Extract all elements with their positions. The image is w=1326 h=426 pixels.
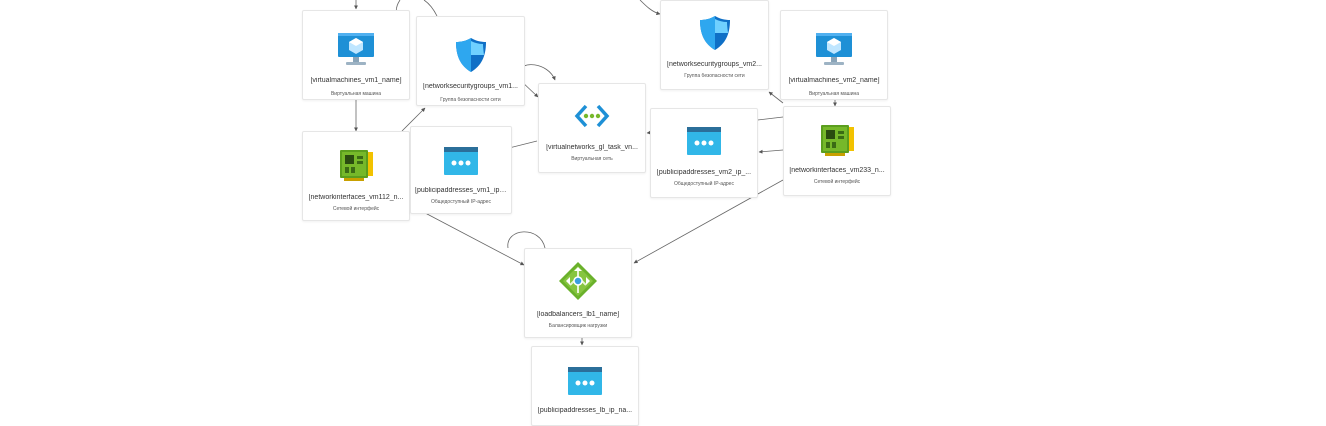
node-type: Общедоступный IP-адрес bbox=[431, 199, 491, 205]
node-name: [networksecuritygroups_vm1... bbox=[423, 83, 518, 90]
edge-top-to-nsg2 bbox=[639, 0, 661, 16]
node-name: [networkinterfaces_vm233_n... bbox=[789, 167, 885, 174]
edge-nic2-nsg2 bbox=[768, 91, 784, 104]
node-network-interface-vm233[interactable]: [networkinterfaces_vm233_n... Сетевой ин… bbox=[783, 106, 891, 196]
node-name: [publicipaddresses_vm2_ip_... bbox=[656, 169, 752, 176]
node-type: Виртуальная машина bbox=[330, 91, 382, 97]
node-type: Группа безопасности сети bbox=[440, 97, 501, 103]
node-load-balancer[interactable]: [loadbalancers_lb1_name] Балансировщик н… bbox=[524, 248, 632, 338]
node-name: [publicipaddresses_lb_ip_na... bbox=[537, 407, 633, 414]
node-network-interface-vm112[interactable]: [networkinterfaces_vm112_n... Сетевой ин… bbox=[302, 131, 410, 221]
node-type: Сетевой интерфейс bbox=[332, 206, 380, 212]
node-virtual-machine-vm1[interactable]: [virtualmachines_vm1_name] Виртуальная м… bbox=[302, 10, 410, 100]
node-name: [loadbalancers_lb1_name] bbox=[536, 311, 620, 318]
node-name: [virtualmachines_vm1_name] bbox=[310, 77, 402, 84]
virtual-machine-icon bbox=[816, 33, 852, 65]
node-virtual-network[interactable]: [virtualnetworks_gl_task_vn... Виртуальн… bbox=[538, 83, 646, 173]
node-public-ip-vm1[interactable]: [publicipaddresses_vm1_ip_... Общедоступ… bbox=[410, 126, 512, 214]
node-name: [virtualmachines_vm2_name] bbox=[788, 77, 880, 84]
edge-nic1-nsg1 bbox=[401, 107, 426, 132]
node-name: [virtualnetworks_gl_task_vn... bbox=[546, 144, 638, 151]
edge-lb-loop bbox=[507, 231, 546, 249]
virtual-machine-icon bbox=[338, 33, 374, 65]
public-ip-icon bbox=[568, 367, 602, 395]
edge-nic2-lb bbox=[633, 179, 784, 264]
node-public-ip-vm2[interactable]: [publicipaddresses_vm2_ip_... Общедоступ… bbox=[650, 108, 758, 198]
network-interface-icon bbox=[821, 125, 854, 156]
node-type: Сетевой интерфейс bbox=[813, 179, 861, 185]
node-name: [networkinterfaces_vm112_n... bbox=[308, 194, 404, 201]
node-type: Виртуальная машина bbox=[808, 91, 860, 97]
network-security-group-icon bbox=[455, 38, 486, 72]
node-type: Балансировщик нагрузки bbox=[548, 323, 608, 329]
node-type: Общедоступный IP-адрес bbox=[674, 181, 734, 187]
network-interface-icon bbox=[340, 150, 373, 181]
node-network-security-group-vm2[interactable]: [networksecuritygroups_vm2... Группа без… bbox=[660, 0, 769, 90]
edge-nic2-pip2 bbox=[758, 149, 784, 154]
public-ip-icon bbox=[444, 147, 478, 175]
node-public-ip-lb[interactable]: [publicipaddresses_lb_ip_na... bbox=[531, 346, 639, 426]
node-network-security-group-vm1[interactable]: [networksecuritygroups_vm1... Группа без… bbox=[416, 16, 525, 106]
edge-top-to-nsg1 bbox=[423, 0, 438, 17]
edge-nic1-lb bbox=[409, 204, 525, 266]
node-name: [publicipaddresses_vm1_ip_... bbox=[415, 187, 507, 194]
virtual-network-icon bbox=[574, 104, 610, 128]
node-type: Группа безопасности сети bbox=[684, 73, 745, 79]
load-balancer-icon bbox=[559, 262, 597, 300]
network-security-group-icon bbox=[699, 16, 730, 50]
public-ip-icon bbox=[687, 127, 721, 155]
node-name: [networksecuritygroups_vm2... bbox=[667, 61, 762, 68]
node-virtual-machine-vm2[interactable]: [virtualmachines_vm2_name] Виртуальная м… bbox=[780, 10, 888, 100]
node-type: Виртуальная сеть bbox=[571, 156, 613, 162]
